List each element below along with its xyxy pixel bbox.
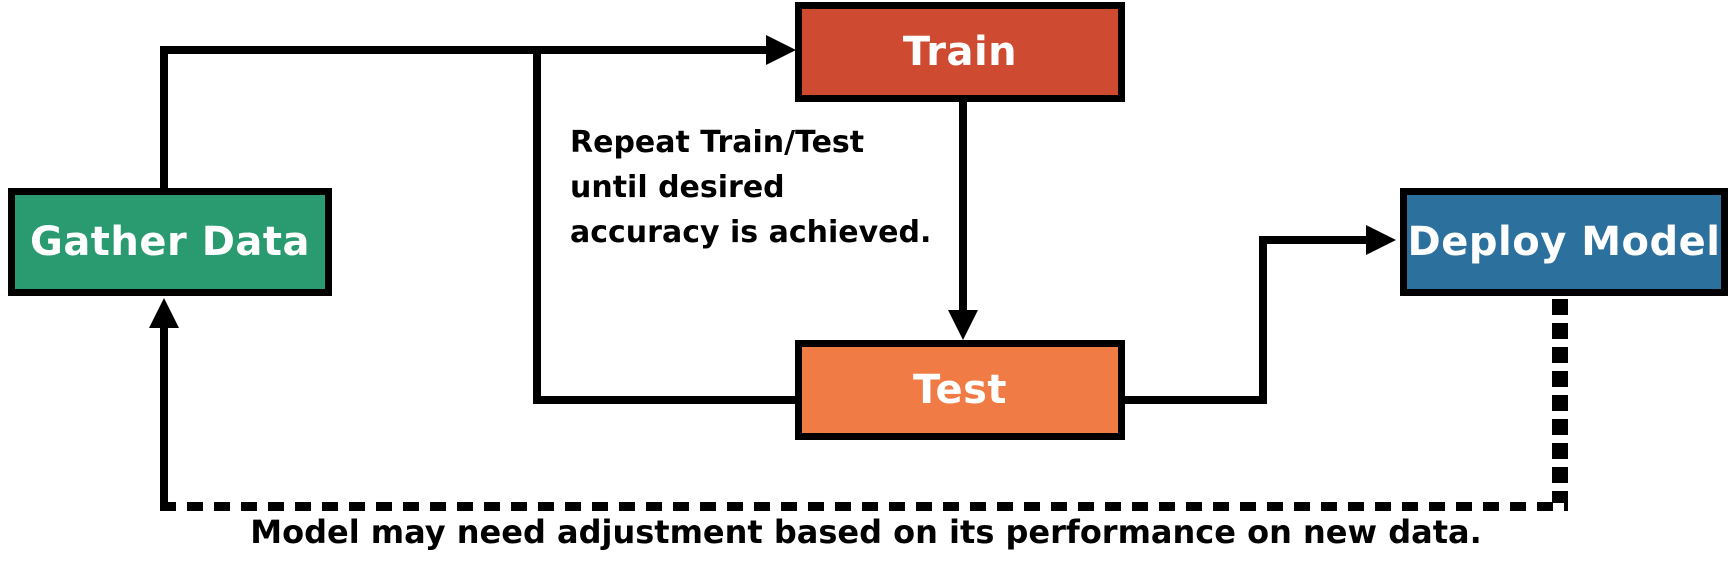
node-deploy-model-label: Deploy Model bbox=[1407, 219, 1721, 265]
annotation-repeat-loop-line3: accuracy is achieved. bbox=[570, 215, 932, 250]
node-gather-data: Gather Data bbox=[8, 188, 332, 296]
edge-test-loop-vertical bbox=[533, 46, 541, 404]
edge-gather-to-train-horizontal bbox=[160, 46, 770, 54]
annotation-repeat-loop-line1: Repeat Train/Test bbox=[570, 125, 865, 160]
node-gather-data-label: Gather Data bbox=[29, 219, 310, 265]
edge-train-to-test bbox=[959, 100, 967, 312]
annotation-repeat-loop-line2: until desired bbox=[570, 170, 785, 205]
node-train: Train bbox=[795, 2, 1125, 102]
node-train-label: Train bbox=[902, 29, 1018, 75]
edge-gather-to-train-vertical bbox=[160, 46, 168, 188]
edge-feedback-to-gather-vertical bbox=[160, 326, 168, 510]
edge-test-loop-horizontal bbox=[533, 396, 795, 404]
edge-test-to-deploy-horizontal bbox=[1125, 396, 1267, 404]
annotation-feedback-caption: Model may need adjustment based on its p… bbox=[250, 513, 1482, 551]
arrowhead-into-train-icon bbox=[766, 35, 796, 65]
edge-feedback-dashed-horizontal bbox=[160, 502, 1568, 511]
arrowhead-into-deploy-icon bbox=[1366, 225, 1396, 255]
arrowhead-into-test-icon bbox=[948, 310, 978, 340]
node-test-label: Test bbox=[912, 367, 1008, 413]
annotation-repeat-loop: Repeat Train/Test until desired accuracy… bbox=[570, 120, 931, 255]
node-test: Test bbox=[795, 340, 1125, 440]
node-deploy-model: Deploy Model bbox=[1400, 188, 1728, 296]
edge-test-to-deploy-into-box bbox=[1259, 236, 1369, 244]
arrowhead-into-gather-icon bbox=[149, 298, 179, 328]
edge-test-to-deploy-vertical bbox=[1259, 236, 1267, 404]
edge-feedback-dashed-vertical bbox=[1552, 299, 1568, 503]
